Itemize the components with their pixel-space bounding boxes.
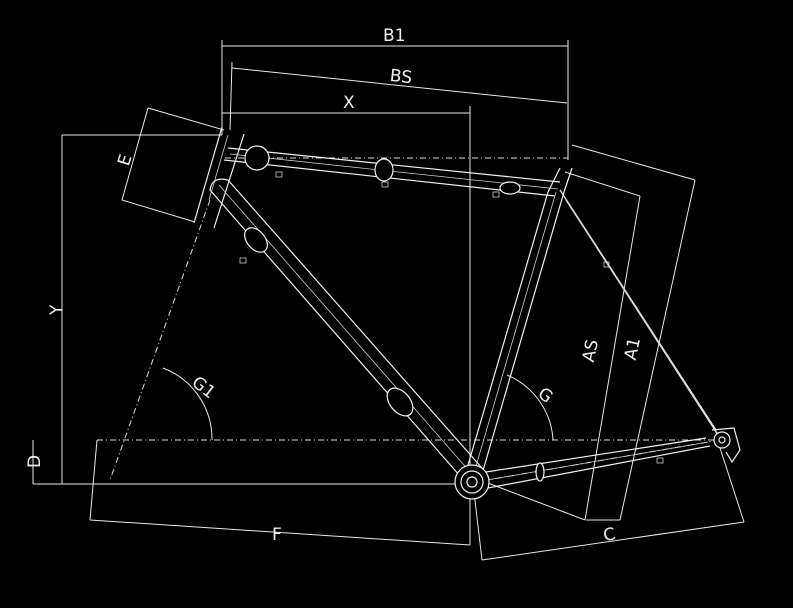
dimension-y: Y	[47, 134, 222, 484]
seat-stay	[559, 189, 721, 439]
seat-tube	[465, 167, 573, 475]
label-f: F	[272, 525, 282, 545]
label-bs: BS	[389, 66, 413, 88]
dimension-a1: A1	[571, 144, 696, 521]
head-tube	[193, 126, 245, 229]
dimension-x: X	[222, 93, 471, 480]
label-as: AS	[579, 338, 603, 364]
top-tube	[223, 145, 561, 198]
angle-g: G	[506, 374, 557, 441]
dimension-f: F	[89, 439, 471, 546]
bottom-bracket	[454, 464, 490, 500]
dimension-d: D	[25, 440, 470, 485]
dimension-b1: B1	[221, 26, 569, 160]
dimension-e: E	[114, 107, 225, 223]
dimension-as: AS	[479, 171, 641, 521]
label-y: Y	[47, 304, 67, 316]
chain-stay	[485, 437, 711, 489]
down-tube	[209, 178, 483, 477]
frame-centerlines	[97, 157, 721, 484]
angle-g1: G1	[162, 367, 219, 441]
dimension-c: C	[473, 447, 745, 561]
label-b1: B1	[383, 26, 405, 46]
rear-dropout	[711, 427, 741, 464]
dimension-bs: BS	[229, 61, 568, 131]
label-a1: A1	[621, 336, 645, 362]
label-d: D	[25, 455, 45, 468]
frame	[193, 126, 741, 500]
label-g: G	[534, 384, 557, 408]
label-c: C	[602, 524, 617, 546]
label-x: X	[343, 93, 355, 113]
label-g1: G1	[188, 373, 219, 404]
label-e: E	[114, 152, 136, 168]
